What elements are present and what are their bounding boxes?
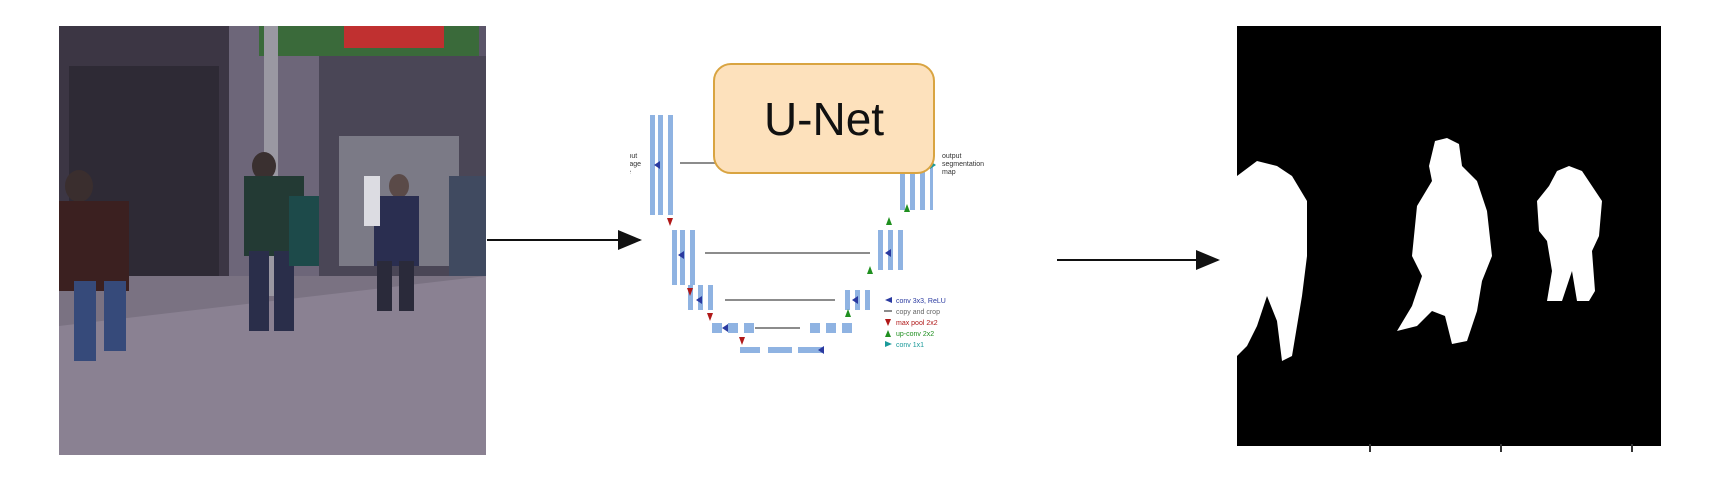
- svg-text:input: input: [630, 153, 637, 160]
- max-pool-arrows: [667, 218, 745, 345]
- svg-text:copy and crop: copy and crop: [896, 309, 940, 316]
- person-silhouette-left: [1237, 161, 1307, 361]
- legend-item-copy-crop: copy and crop: [884, 309, 940, 316]
- svg-text:segmentation: segmentation: [942, 161, 984, 168]
- output-label: output segmentation map: [942, 153, 984, 176]
- svg-text:max pool 2x2: max pool 2x2: [896, 320, 938, 327]
- svg-text:conv 3x3, ReLU: conv 3x3, ReLU: [896, 298, 946, 305]
- axis-ticks: [1369, 444, 1633, 452]
- unet-title: U-Net: [763, 92, 885, 145]
- person-silhouette-middle: [1397, 138, 1492, 344]
- svg-text:up-conv 2x2: up-conv 2x2: [896, 331, 934, 338]
- svg-text:map: map: [942, 169, 956, 176]
- input-street-photo: [59, 26, 486, 455]
- up-conv-arrows: [845, 204, 910, 317]
- svg-text:conv 1x1: conv 1x1: [896, 342, 924, 349]
- input-label: input image tile: [630, 153, 641, 176]
- svg-text:tile: tile: [630, 169, 631, 176]
- legend-item-up-conv: up-conv 2x2: [885, 330, 934, 338]
- legend-item-max-pool: max pool 2x2: [885, 319, 938, 327]
- output-segmentation-mask: [1237, 26, 1661, 452]
- unet-title-box: U-Net: [713, 63, 935, 174]
- svg-text:image: image: [630, 161, 641, 168]
- person-silhouette-right: [1537, 166, 1602, 301]
- conv-arrows: [654, 161, 891, 354]
- legend-item-conv-1x1: conv 1x1: [885, 341, 924, 349]
- legend-item-conv: conv 3x3, ReLU: [885, 297, 946, 305]
- svg-text:output: output: [942, 153, 962, 160]
- legend: conv 3x3, ReLU copy and crop max pool 2x…: [884, 297, 946, 349]
